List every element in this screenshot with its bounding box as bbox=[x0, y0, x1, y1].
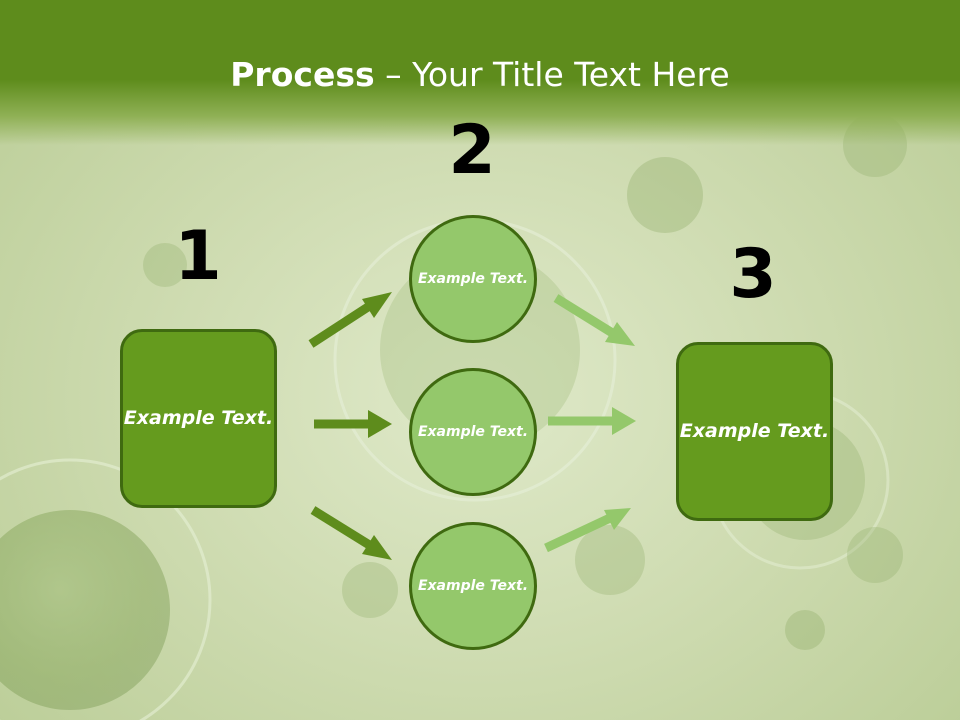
step-2-number: 2 bbox=[448, 111, 496, 190]
title-bold: Process bbox=[230, 55, 375, 94]
step-3-number: 3 bbox=[729, 235, 777, 314]
step-3-text: Example Text. bbox=[679, 420, 830, 442]
step-2-circle-top: Example Text. bbox=[409, 215, 537, 343]
step-2-circle-bottom: Example Text. bbox=[409, 522, 537, 650]
arrow-3-bottom bbox=[544, 508, 631, 553]
title-rest: – Your Title Text Here bbox=[374, 55, 730, 94]
step-3-box: Example Text. bbox=[676, 342, 833, 521]
header-band bbox=[0, 0, 960, 145]
arrow-3-middle bbox=[548, 407, 636, 435]
arrow-1-top bbox=[308, 292, 392, 348]
arrow-3-top bbox=[553, 294, 635, 346]
slide-title: Process – Your Title Text Here bbox=[0, 50, 960, 100]
step-2-circle-middle: Example Text. bbox=[409, 368, 537, 496]
arrow-1-middle bbox=[314, 410, 392, 438]
arrow-1-bottom bbox=[310, 506, 392, 560]
step-2-text-bottom: Example Text. bbox=[417, 577, 529, 594]
step-2-text-top: Example Text. bbox=[417, 270, 529, 287]
step-2-text-middle: Example Text. bbox=[417, 423, 529, 440]
step-1-number: 1 bbox=[174, 217, 222, 296]
step-1-text: Example Text. bbox=[123, 407, 274, 429]
step-1-box: Example Text. bbox=[120, 329, 277, 508]
